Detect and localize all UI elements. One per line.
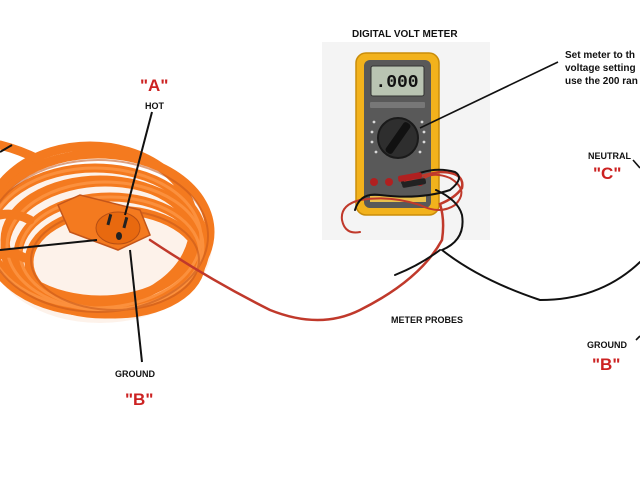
- meter-setting-instruction: Set meter to th voltage setting use the …: [565, 49, 638, 88]
- ground-label-left: GROUND: [115, 369, 155, 379]
- hot-letter-a: "A": [140, 76, 168, 96]
- meter-probes-label: METER PROBES: [391, 315, 463, 325]
- ground-letter-b-left: "B": [125, 390, 153, 410]
- ground-letter-b-right: "B": [592, 355, 620, 375]
- digital-volt-meter: [322, 42, 490, 240]
- instruction-line-1: Set meter to th: [565, 49, 638, 62]
- neutral-letter-c: "C": [593, 164, 621, 184]
- instruction-line-2: voltage setting: [565, 62, 638, 75]
- diagram-title: DIGITAL VOLT METER: [352, 29, 458, 40]
- ground-label-right: GROUND: [587, 340, 627, 350]
- hot-label: HOT: [145, 101, 164, 111]
- instruction-line-3: use the 200 ran: [565, 75, 638, 88]
- meter-display-value: .000: [375, 73, 418, 93]
- neutral-label: NEUTRAL: [588, 151, 631, 161]
- pointer-lines-right: [633, 160, 640, 340]
